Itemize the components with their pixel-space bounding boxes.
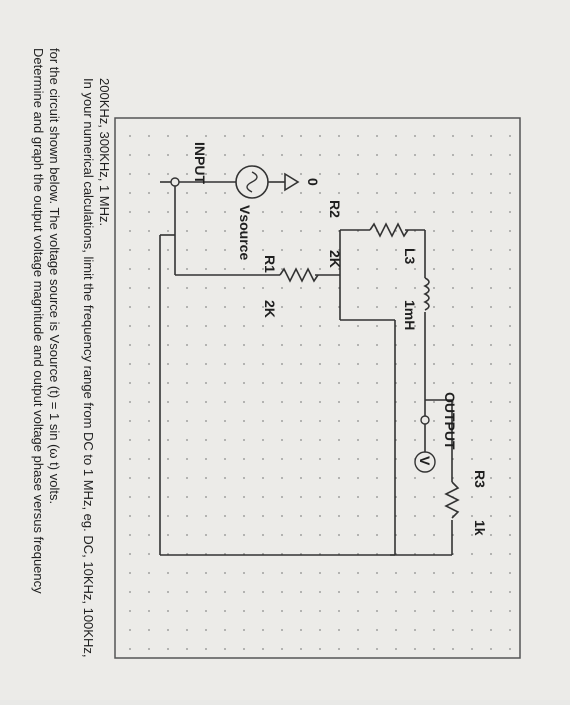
- input-terminal: [170, 177, 180, 187]
- l3-value: 1mH: [402, 300, 418, 330]
- output-label: OUTPUT: [442, 392, 458, 450]
- ground-symbol: [270, 172, 300, 192]
- r2-name: R2: [327, 200, 343, 218]
- schematic-frame: [114, 117, 521, 659]
- problem-line-1: Determine and graph the output voltage m…: [31, 48, 46, 594]
- ground-label: 0: [305, 178, 321, 186]
- r3-name: R3: [472, 470, 488, 488]
- input-label: INPUT: [192, 142, 208, 184]
- r3-value: 1k: [472, 520, 488, 536]
- r1-resistor: [279, 267, 319, 283]
- circuit-wires: [159, 181, 453, 556]
- r1-value: 2K: [262, 300, 278, 318]
- output-terminal: [420, 415, 430, 425]
- r3-resistor: [444, 481, 460, 519]
- voltage-source: [235, 165, 269, 199]
- problem-line-4: 200KHz, 300KHz, 1 MHz.: [97, 78, 112, 226]
- r2-value: 2K: [327, 250, 343, 268]
- problem-line-2: for the circuit shown below. The voltage…: [47, 48, 62, 504]
- problem-line-3: In your numerical calculations, limit th…: [81, 78, 96, 657]
- r2-resistor: [369, 222, 409, 238]
- l3-name: L3: [402, 248, 418, 265]
- voltmeter-label: V: [417, 456, 433, 466]
- voltmeter-icon: [414, 451, 436, 473]
- r1-name: R1: [262, 255, 278, 273]
- source-label: Vsource: [237, 205, 253, 260]
- l3-inductor: [423, 277, 430, 311]
- rotated-page: Determine and graph the output voltage m…: [31, 48, 521, 659]
